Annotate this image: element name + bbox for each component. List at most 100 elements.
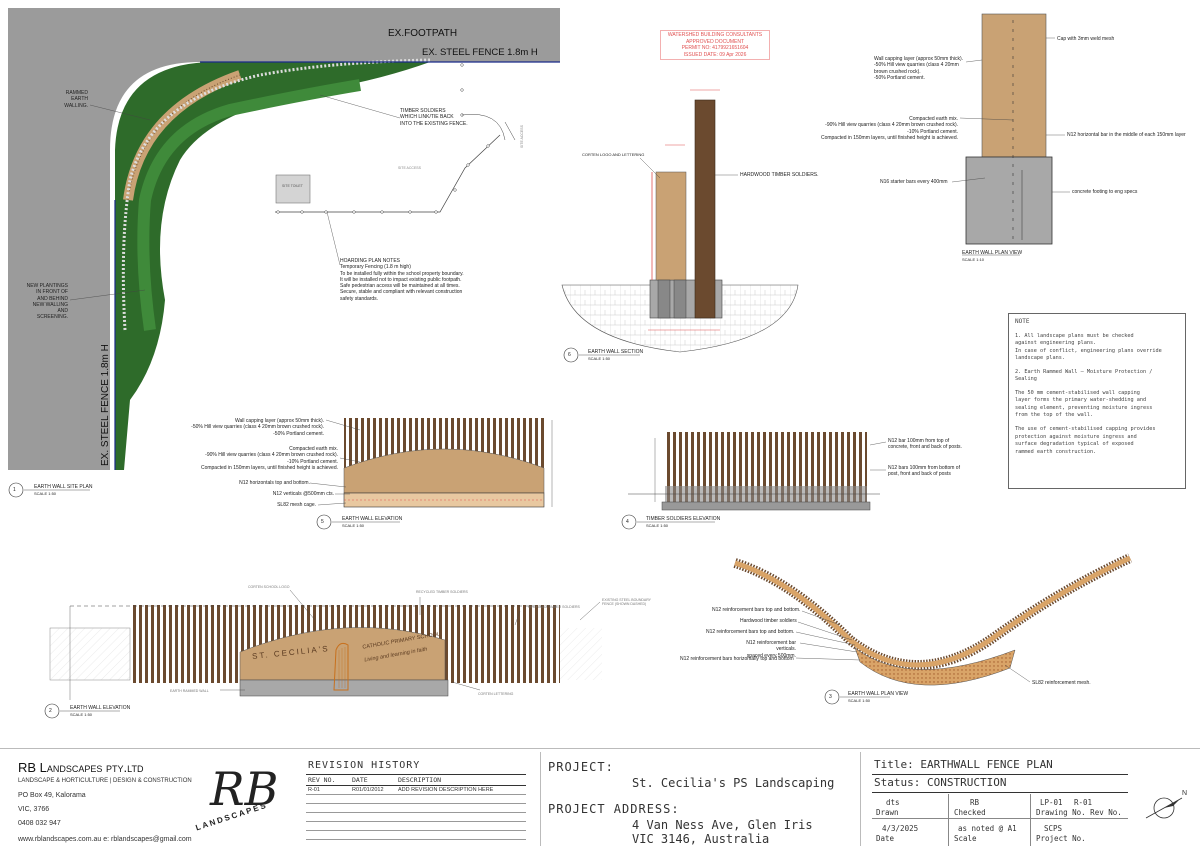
callout-2-title: EARTH WALL ELEVATION — [70, 705, 131, 711]
rev-header-rev: REV NO. — [308, 776, 336, 784]
elev5-n12: N12 horizontals top and bottom. — [239, 480, 310, 486]
callout-6-num: 6 — [568, 352, 571, 358]
plan3-l2: Hardwood timber soldiers — [740, 618, 797, 624]
drawn-label: Drawn — [876, 808, 899, 817]
hardwood-post — [694, 99, 716, 319]
site-access-vertical: SITE ACCESS — [520, 125, 524, 148]
planting-bed — [115, 62, 430, 470]
elev2-corten-lettering: CORTEN LETTERING — [478, 692, 514, 696]
note-p3: The 50 mm cement-stabilised wall capping… — [1015, 389, 1153, 419]
checked-label: Checked — [954, 808, 986, 817]
cap-label: Cap with 3mm weld mesh — [1057, 36, 1115, 42]
timber-soldiers-plan — [121, 58, 431, 331]
rev-header-date: DATE — [352, 776, 368, 784]
earth-column — [981, 13, 1047, 158]
note-p1: 1. All landscape plans must be checked a… — [1015, 332, 1162, 362]
rev-row-desc: ADD REVISION DESCRIPTION HERE — [398, 787, 494, 793]
callout-7-scale: SCALE 1:10 — [962, 257, 985, 262]
date-value: 4/3/2025 — [882, 824, 919, 833]
concrete-base-2 — [239, 679, 449, 697]
logo-monogram: RB — [210, 762, 279, 816]
elev5-capping: Wall capping layer (approx 50mm thick). … — [191, 418, 324, 437]
site-toilet — [275, 174, 311, 204]
elev4-bar-bottom: N12 bars 100mm from bottom of post, fron… — [888, 465, 960, 478]
rev-row-date: R01/01/2012 — [352, 787, 384, 793]
hoarding-fence — [275, 134, 501, 213]
drawn-value: dts — [886, 798, 900, 807]
callout-2-scale: SCALE 1:50 — [70, 712, 93, 717]
callout-2-num: 2 — [49, 708, 52, 714]
project-address-label: PROJECT ADDRESS: — [548, 802, 680, 816]
hoarding-notes: HOARDING PLAN NOTES Temporary Fencing (1… — [340, 258, 464, 302]
n12-label: N12 horizontal bar in the middle of each… — [1067, 132, 1186, 138]
elev4-bar-top: N12 bar 100mm from top of concrete, fron… — [888, 438, 962, 451]
date-label: Date — [876, 834, 895, 843]
footpath-label: EX.FOOTPATH — [388, 28, 458, 39]
elev2-rammed: EARTH RAMMED WALL — [170, 689, 209, 693]
note-p2: 2. Earth Rammed Wall – Moisture Protecti… — [1015, 368, 1153, 383]
callout-6-scale: SCALE 1:50 — [588, 356, 611, 361]
elev5-mesh: SL82 mesh cage. — [277, 502, 316, 508]
earth-wall-elevation-5 — [309, 418, 553, 508]
company-tagline: LANDSCAPE & HORTICULTURE | DESIGN & CONS… — [18, 778, 192, 784]
project-number-label: Project No. — [1036, 834, 1086, 843]
footpath-area — [8, 8, 560, 470]
n16-label: N16 starter bars every 400mm — [880, 179, 948, 185]
callout-3-scale: SCALE 1:50 — [848, 698, 871, 703]
callout-5-num: 5 — [321, 519, 324, 525]
company-po: PO Box 49, Kalorama — [18, 792, 86, 799]
rev-header-desc: DESCRIPTION — [398, 776, 442, 784]
company-name: RB Landscapes pty.ltd — [18, 760, 144, 775]
ground-section — [561, 284, 799, 353]
project-name: St. Cecilia's PS Landscaping — [632, 776, 835, 790]
callout-4-num: 4 — [626, 519, 629, 525]
site-plan — [8, 8, 560, 470]
harp-logo — [333, 642, 349, 691]
earth-wall-section — [561, 89, 799, 353]
company-phone: 0408 032 947 — [18, 820, 61, 827]
north-label: N — [1182, 790, 1188, 797]
notes-panel: NOTE 1. All landscape plans must be chec… — [1008, 313, 1186, 489]
site-toilet-label: SITE TOILET — [282, 184, 303, 188]
callout-1-scale: SCALE 1:50 — [34, 491, 57, 496]
timber-soldiers-label: TIMBER SOLDIERS WHICH LINK/TIE BACK INTO… — [400, 108, 468, 127]
revision-title: REVISION HISTORY — [308, 760, 421, 771]
drawing-number-label: Drawing No. Rev No. — [1036, 808, 1122, 817]
company-logo: RB LANDSCAPES — [192, 762, 288, 838]
project-label: PROJECT: — [548, 760, 614, 774]
footing-label: concrete footing to eng specs — [1072, 189, 1138, 195]
rev-row-rev: R-01 — [308, 787, 320, 793]
earth-mound-5 — [343, 448, 545, 494]
elev2-recycled-1: RECYCLED TIMBER SOLDIERS — [416, 590, 468, 594]
compacted-label: Compacted earth mix. -90% Hill view quar… — [820, 116, 958, 141]
callout-5-scale: SCALE 1:50 — [342, 523, 365, 528]
callout-3-title: EARTH WALL PLAN VIEW — [848, 691, 909, 697]
earth-segment-3 — [854, 647, 1016, 686]
approval-stamp: WATERSHED BUILDING CONSULTANTS APPROVED … — [660, 30, 770, 60]
callout-7-title: EARTH WALL PLAN VIEW — [962, 250, 1023, 256]
company-web: www.rblandscapes.com.au e: rblandscapes@… — [18, 836, 192, 843]
elev5-verticals: N12 verticals @500mm cts. — [272, 491, 334, 497]
plan3-l1: N12 reinforcement bars top and bottom. — [712, 607, 801, 613]
elev5-compacted: Compacted earth mix. -90% Hill view quar… — [200, 446, 338, 471]
site-access-label: SITE ACCESS — [398, 166, 421, 170]
project-number: SCPS — [1044, 824, 1063, 833]
elev2-corten-logo: CORTEN SCHOOL LOGO — [248, 585, 290, 589]
plan3-l3: N12 reinforcement bars top and bottom. — [706, 629, 795, 635]
note-p4: The use of cement-stabilised capping pro… — [1015, 426, 1156, 455]
title-block: RB Landscapes pty.ltd LANDSCAPE & HORTIC… — [0, 748, 1200, 848]
revision-number: R-01 — [1074, 798, 1093, 807]
callout-1-num: 1 — [13, 487, 16, 493]
earth-wall-plan-view-3 — [733, 553, 1133, 686]
callout-4-title: TIMBER SOLDIERS ELEVATION — [646, 516, 721, 522]
rammed-earth-arc — [239, 627, 446, 681]
plantings-label: NEW PLANTINGS IN FRONT OF AND BEHIND NEW… — [26, 283, 68, 321]
drawing-status: Status: CONSTRUCTION — [874, 776, 1007, 789]
callout-4-scale: SCALE 1:50 — [646, 523, 669, 528]
company-state: VIC, 3766 — [18, 806, 50, 813]
callout-1-title: EARTH WALL SITE PLAN — [34, 484, 93, 490]
scale-value: as noted @ A1 — [958, 824, 1017, 833]
callout-6-title: EARTH WALL SECTION — [588, 349, 644, 355]
project-address-2: VIC 3146, Australia — [632, 832, 770, 846]
north-arrow-icon — [1145, 797, 1183, 819]
